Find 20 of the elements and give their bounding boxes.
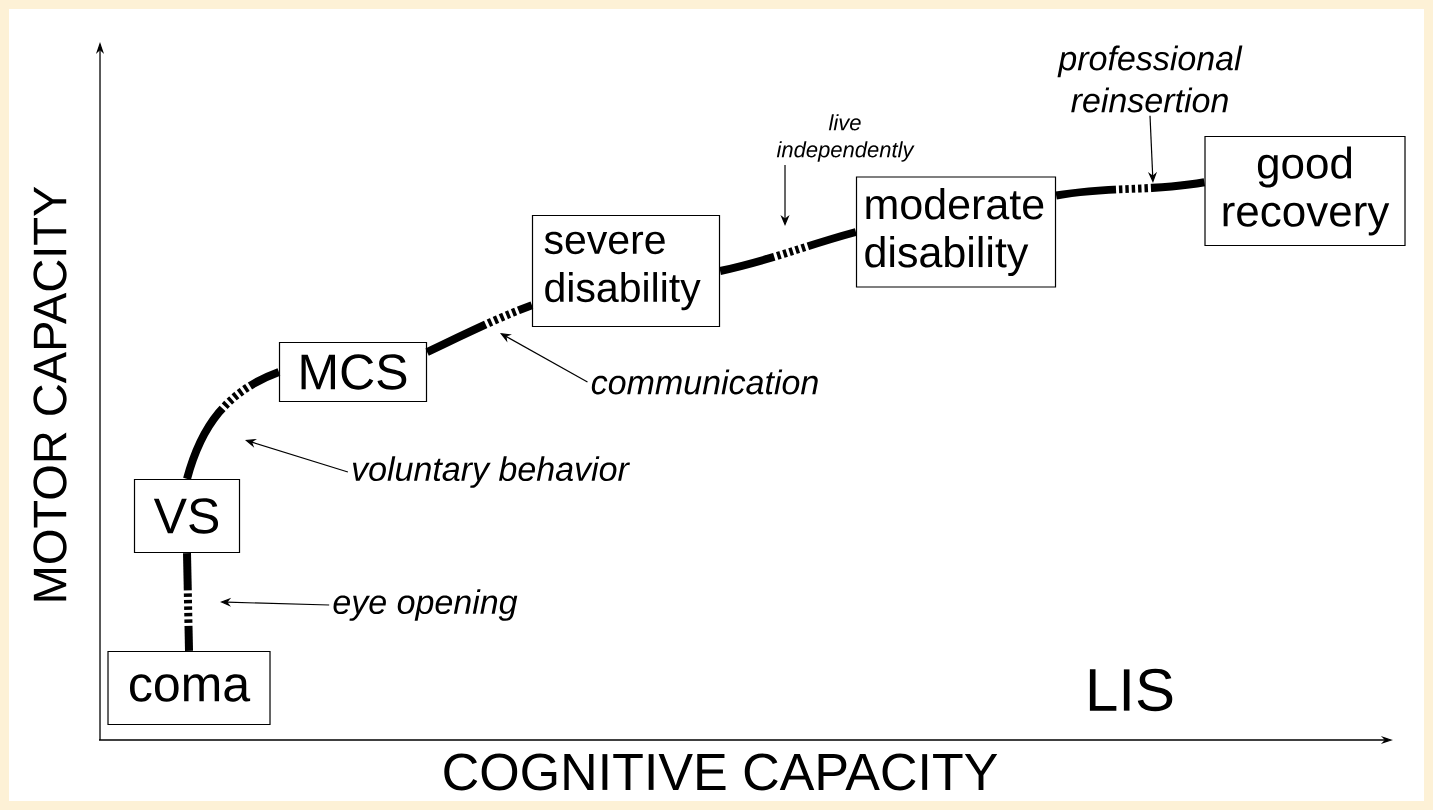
- milestone-label: communication: [591, 369, 818, 395]
- stage-box: good recovery: [1204, 135, 1406, 247]
- milestone-label: voluntary behavior: [352, 456, 630, 488]
- milestone-label: professional reinsertion: [1057, 45, 1243, 113]
- stage-box: VS: [133, 478, 241, 554]
- milestone-label: eye opening: [333, 589, 518, 621]
- recovery-path: [424, 300, 534, 357]
- recovery-path: [182, 553, 194, 651]
- axis-title: MOTOR CAPACITY: [33, 186, 67, 601]
- milestone-label: live independently: [776, 114, 915, 162]
- stage-box: moderate disability: [855, 176, 1057, 288]
- recovery-path: [1055, 177, 1206, 201]
- state-label: LIS: [1089, 668, 1173, 712]
- stage-box: severe disability: [531, 214, 721, 328]
- leader-arrow: [500, 333, 589, 383]
- recovery-path: [182, 367, 281, 481]
- stage-box: MCS: [278, 341, 428, 403]
- axis-title: COGNITIVE CAPACITY: [444, 753, 998, 791]
- stage-box: coma: [107, 650, 271, 726]
- recovery-path: [719, 227, 858, 276]
